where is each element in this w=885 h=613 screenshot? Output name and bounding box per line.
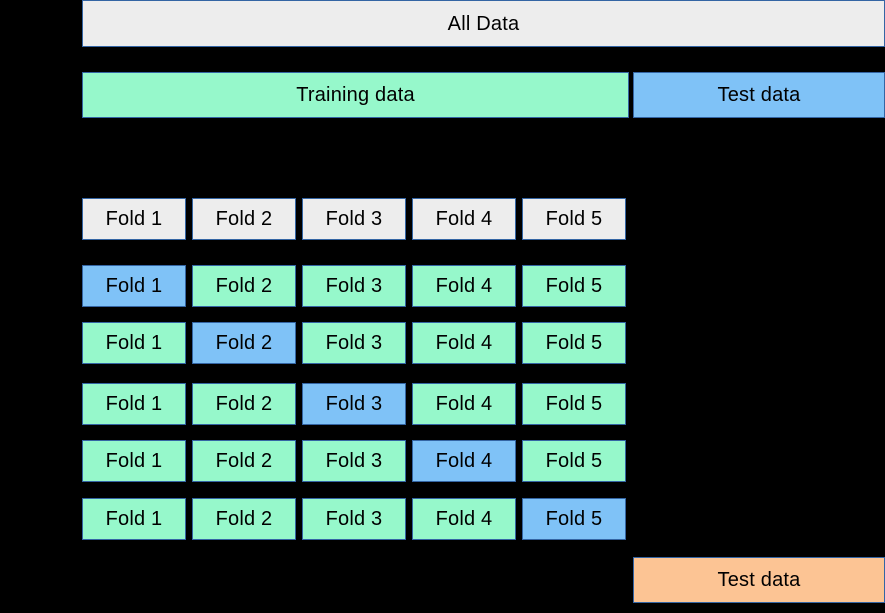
fold-cell: Fold 4 bbox=[412, 322, 516, 364]
fold-cell: Fold 4 bbox=[412, 440, 516, 482]
fold-cell: Fold 5 bbox=[522, 322, 626, 364]
fold-cell: Fold 1 bbox=[82, 383, 186, 425]
fold-cell: Fold 3 bbox=[302, 440, 406, 482]
fold-cell: Fold 5 bbox=[522, 440, 626, 482]
fold-cell: Fold 1 bbox=[82, 198, 186, 240]
fold-cell: Fold 2 bbox=[192, 440, 296, 482]
fold-cell: Fold 2 bbox=[192, 383, 296, 425]
fold-row: Fold 1 Fold 2 Fold 3 Fold 4 Fold 5 bbox=[82, 198, 627, 240]
fold-cell: Fold 3 bbox=[302, 198, 406, 240]
fold-row: Fold 1 Fold 2 Fold 3 Fold 4 Fold 5 bbox=[82, 440, 627, 482]
fold-cell: Fold 4 bbox=[412, 198, 516, 240]
fold-cell: Fold 3 bbox=[302, 383, 406, 425]
fold-cell: Fold 2 bbox=[192, 198, 296, 240]
fold-cell: Fold 2 bbox=[192, 322, 296, 364]
fold-cell: Fold 5 bbox=[522, 498, 626, 540]
fold-cell: Fold 3 bbox=[302, 322, 406, 364]
fold-cell: Fold 2 bbox=[192, 265, 296, 307]
fold-cell: Fold 4 bbox=[412, 265, 516, 307]
fold-cell: Fold 1 bbox=[82, 440, 186, 482]
fold-row: Fold 1 Fold 2 Fold 3 Fold 4 Fold 5 bbox=[82, 322, 627, 364]
fold-cell: Fold 3 bbox=[302, 498, 406, 540]
fold-cell: Fold 5 bbox=[522, 265, 626, 307]
fold-cell: Fold 4 bbox=[412, 498, 516, 540]
fold-cell: Fold 1 bbox=[82, 265, 186, 307]
fold-row: Fold 1 Fold 2 Fold 3 Fold 4 Fold 5 bbox=[82, 383, 627, 425]
fold-cell: Fold 4 bbox=[412, 383, 516, 425]
test-data-box-bottom: Test data bbox=[633, 557, 885, 603]
training-data-box: Training data bbox=[82, 72, 629, 118]
fold-cell: Fold 1 bbox=[82, 322, 186, 364]
fold-cell: Fold 2 bbox=[192, 498, 296, 540]
fold-cell: Fold 3 bbox=[302, 265, 406, 307]
all-data-box: All Data bbox=[82, 0, 885, 47]
test-data-box-top: Test data bbox=[633, 72, 885, 118]
fold-row: Fold 1 Fold 2 Fold 3 Fold 4 Fold 5 bbox=[82, 498, 627, 540]
fold-row: Fold 1 Fold 2 Fold 3 Fold 4 Fold 5 bbox=[82, 265, 627, 307]
fold-cell: Fold 5 bbox=[522, 198, 626, 240]
fold-cell: Fold 1 bbox=[82, 498, 186, 540]
fold-cell: Fold 5 bbox=[522, 383, 626, 425]
